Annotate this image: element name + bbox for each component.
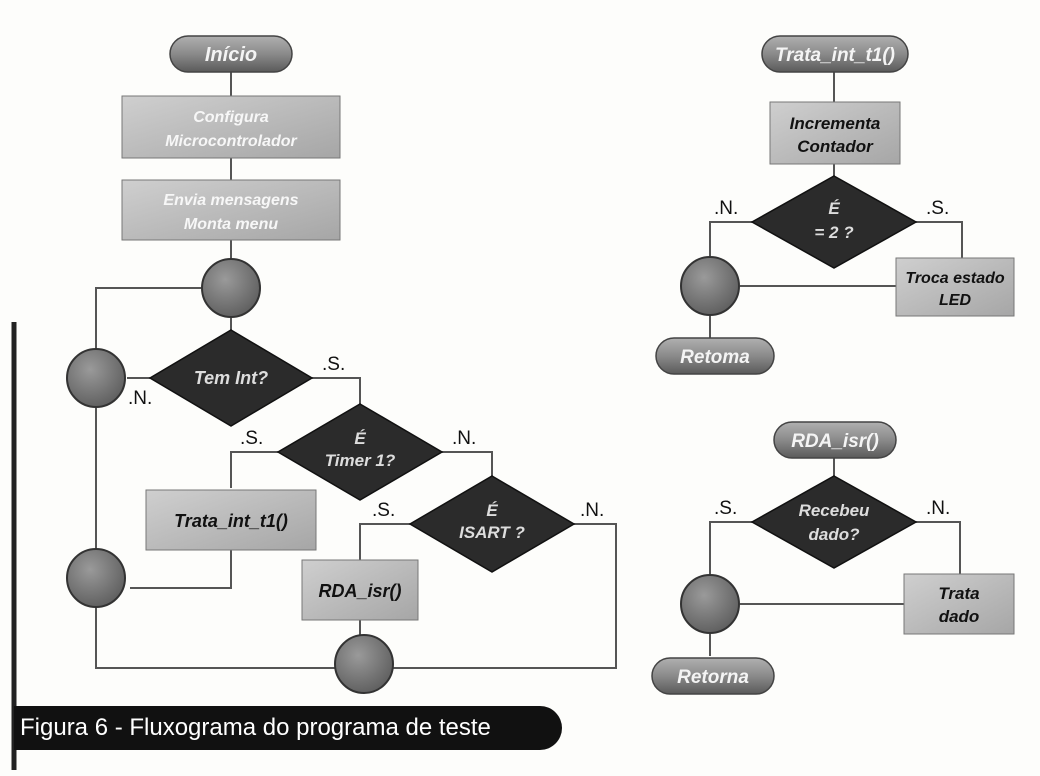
increment-label-2: Contador [797, 137, 874, 156]
decision-timer1-label-2: Timer 1? [325, 451, 396, 470]
branch-yes-label: .S. [240, 428, 263, 449]
decision-timer1-label-1: É [354, 429, 366, 448]
decision-received-label-2: dado? [809, 525, 861, 544]
branch-yes-label: .S. [372, 500, 395, 521]
decision-received-label-1: Recebeu [799, 501, 870, 520]
rda-routine-end-label: Retorna [677, 667, 749, 688]
connector-circle [201, 258, 261, 318]
rda-routine-start: RDA_isr() [773, 421, 897, 459]
toggle-led-label-1: Troca estado [905, 270, 1005, 287]
connector-circle [680, 574, 740, 634]
configure-process: Configura Microcontrolador [121, 95, 341, 159]
decision-has-interrupt-label: Tem Int? [194, 368, 268, 388]
decision-equals-two: É = 2 ? [750, 175, 918, 269]
timer-routine-start: Trata_int_t1() [761, 35, 909, 73]
toggle-led-label-2: LED [939, 292, 971, 309]
rda-handler-label: RDA_isr() [318, 581, 401, 601]
branch-yes-label: .S. [926, 198, 949, 219]
decision-usart-label-1: É [486, 501, 498, 520]
connector-circle [680, 256, 740, 316]
timer-routine-start-label: Trata_int_t1() [775, 45, 895, 66]
treat-data-label-2: dado [939, 607, 980, 626]
rda-routine-start-label: RDA_isr() [791, 431, 879, 452]
increment-label-1: Incrementa [790, 114, 881, 133]
start-terminal: Início [169, 35, 293, 73]
treat-data-label-1: Trata [938, 584, 979, 603]
branch-no-label: .N. [714, 198, 738, 219]
figure-caption: Figura 6 - Fluxograma do programa de tes… [14, 706, 562, 750]
decision-received-data: Recebeu dado? [750, 475, 918, 569]
start-label: Início [205, 44, 257, 66]
messages-process: Envia mensagens Monta menu [121, 179, 341, 241]
decision-usart-label-2: ISART ? [459, 523, 525, 542]
timer-handler-process: Trata_int_t1() [145, 489, 317, 551]
decision-equals-two-label-1: É [828, 199, 840, 218]
main-flow-lines [95, 70, 617, 669]
branch-yes-label: .S. [714, 498, 737, 519]
toggle-led-process: Troca estado LED [895, 257, 1015, 317]
decision-equals-two-label-2: = 2 ? [814, 223, 854, 242]
decision-has-interrupt: Tem Int? [148, 329, 314, 427]
treat-data-process: Trata dado [903, 573, 1015, 635]
branch-yes-label: .S. [322, 354, 345, 375]
rda-handler-process: RDA_isr() [301, 559, 419, 621]
timer-routine-end: Retoma [655, 337, 775, 375]
decision-timer1: É Timer 1? [276, 403, 444, 501]
branch-no-label: .N. [128, 388, 152, 409]
connector-circle [334, 634, 394, 694]
configure-label-1: Configura [193, 109, 269, 126]
branch-no-label: .N. [452, 428, 476, 449]
configure-label-2: Microcontrolador [165, 133, 297, 150]
rda-routine-end: Retorna [651, 657, 775, 695]
timer-handler-label: Trata_int_t1() [174, 511, 288, 531]
messages-label-2: Monta menu [184, 216, 278, 233]
messages-label-1: Envia mensagens [163, 192, 298, 209]
increment-counter-process: Incrementa Contador [769, 101, 901, 165]
connector-circle [66, 548, 126, 608]
connector-circle [66, 348, 126, 408]
decision-usart: É ISART ? [408, 475, 576, 573]
timer-routine-end-label: Retoma [680, 347, 750, 368]
timer-routine-lines [709, 72, 963, 340]
rda-routine-lines [709, 458, 961, 656]
branch-no-label: .N. [926, 498, 950, 519]
branch-no-label: .N. [580, 500, 604, 521]
